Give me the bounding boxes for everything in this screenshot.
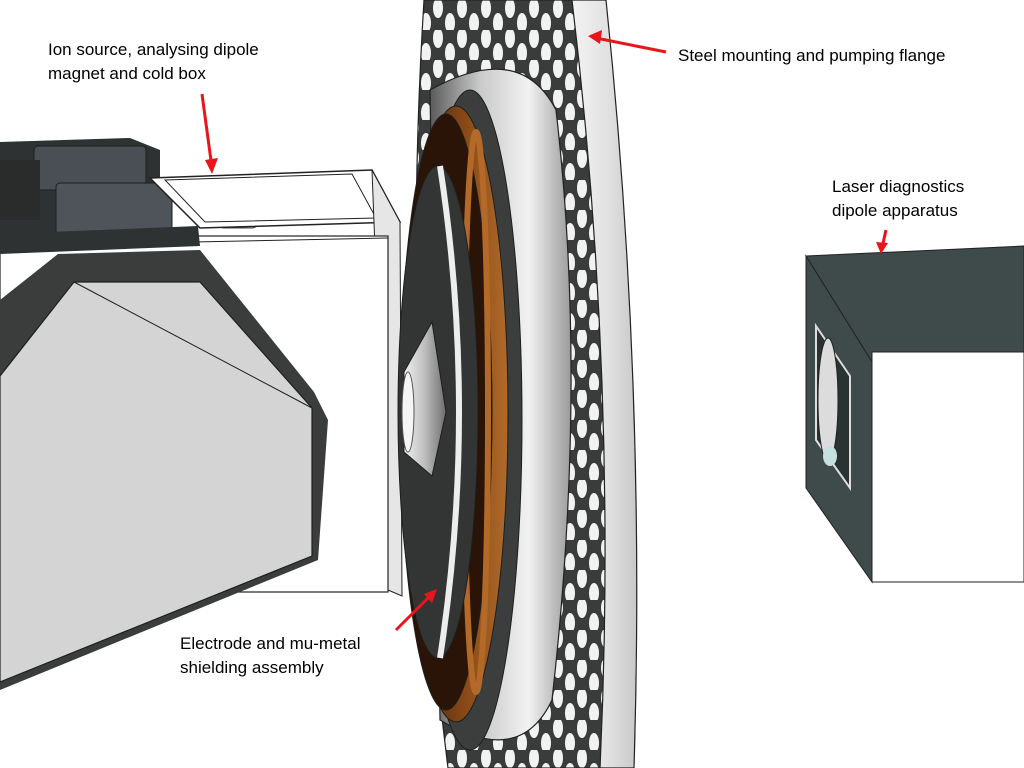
callout-arrows — [200, 30, 888, 632]
label-electrode-line1: Electrode and mu-metal — [180, 634, 361, 653]
arrow-electrode — [394, 592, 434, 632]
label-ion-source-line1: Ion source, analysing dipole — [48, 40, 259, 59]
laser-dipole-apparatus — [805, 245, 1024, 584]
label-steel-flange: Steel mounting and pumping flange — [678, 44, 945, 68]
magnet-block-lower — [55, 182, 173, 236]
cone-aperture — [401, 371, 415, 453]
electrode-disk-highlight — [437, 165, 462, 659]
label-ion-source: Ion source, analysing dipole magnet and … — [48, 38, 259, 86]
arrow-ion-source — [200, 93, 214, 169]
label-steel-flange-line1: Steel mounting and pumping flange — [678, 46, 946, 65]
label-electrode-line2: shielding assembly — [180, 658, 324, 677]
label-laser-line1: Laser diagnostics — [832, 177, 965, 196]
laser-box-front — [871, 351, 1024, 583]
label-ion-source-line2: magnet and cold box — [48, 64, 206, 83]
ion-source-assembly — [0, 138, 403, 690]
label-electrode-assembly: Electrode and mu-metal shielding assembl… — [180, 632, 360, 680]
laser-box-port — [817, 337, 839, 463]
magnet-bracket — [0, 160, 40, 220]
label-laser-line2: dipole apparatus — [832, 201, 958, 220]
label-laser-apparatus: Laser diagnostics dipole apparatus — [832, 175, 964, 223]
electrode-shielding-assembly — [397, 68, 572, 751]
arrow-steel-flange — [595, 36, 667, 54]
cold-box-beam-band — [0, 226, 200, 254]
